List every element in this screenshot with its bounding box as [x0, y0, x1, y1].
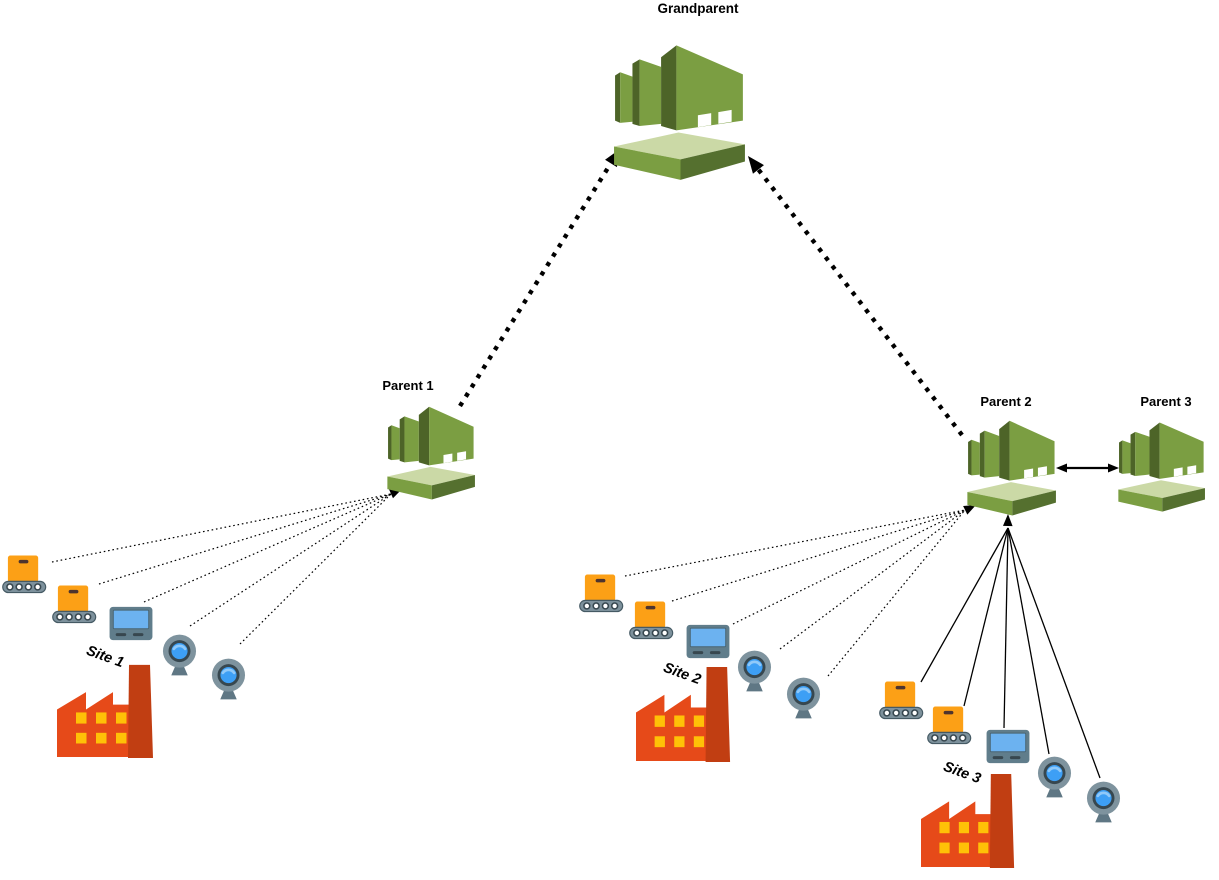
- parent1-to-grandparent-link: [458, 149, 620, 408]
- site3-camera-1-icon: [1037, 755, 1072, 798]
- parent2-to-grandparent-link: [748, 156, 964, 437]
- parent2-parent3-double-arrow: [1056, 463, 1119, 473]
- site1-conveyor-1-icon: [2, 555, 47, 594]
- site3-factory-icon: [921, 773, 1015, 869]
- site3-conveyor-2-icon: [927, 706, 972, 745]
- site2-industrial-pc-icon: [686, 624, 730, 659]
- grandparent-gateway-icon: [614, 45, 745, 180]
- site2-camera-2-icon: [786, 676, 821, 719]
- grandparent-label: Grandparent: [657, 1, 739, 16]
- arrowhead: [1002, 514, 1013, 527]
- site1-conveyor-2-icon: [52, 585, 97, 624]
- site2-to-parent2-links: [624, 505, 976, 677]
- site2-conveyor-1-icon: [579, 574, 624, 613]
- arrowhead: [748, 156, 764, 174]
- parent2-label: Parent 2: [980, 394, 1032, 409]
- parent3-gateway-icon: [1118, 422, 1205, 512]
- site3-to-parent2-links: [920, 514, 1101, 779]
- site1-to-parent1-links: [51, 489, 402, 645]
- arrowhead: [963, 505, 976, 515]
- parent3-label: Parent 3: [1140, 394, 1192, 409]
- site3-conveyor-1-icon: [879, 681, 924, 720]
- site3-camera-2-icon: [1086, 780, 1121, 823]
- parent1-gateway-icon: [387, 406, 475, 500]
- site2-camera-1-icon: [737, 649, 772, 692]
- arrowhead: [1108, 463, 1119, 473]
- site1-camera-1-icon: [162, 633, 197, 676]
- parent1-label: Parent 1: [382, 378, 434, 393]
- site2-conveyor-2-icon: [629, 601, 674, 640]
- site1-industrial-pc-icon: [109, 606, 153, 641]
- parent2-gateway-icon: [967, 420, 1056, 516]
- site1-camera-2-icon: [211, 657, 246, 700]
- site1-factory-icon: [57, 664, 153, 759]
- site3-industrial-pc-icon: [986, 729, 1030, 764]
- arrowhead: [1056, 463, 1067, 473]
